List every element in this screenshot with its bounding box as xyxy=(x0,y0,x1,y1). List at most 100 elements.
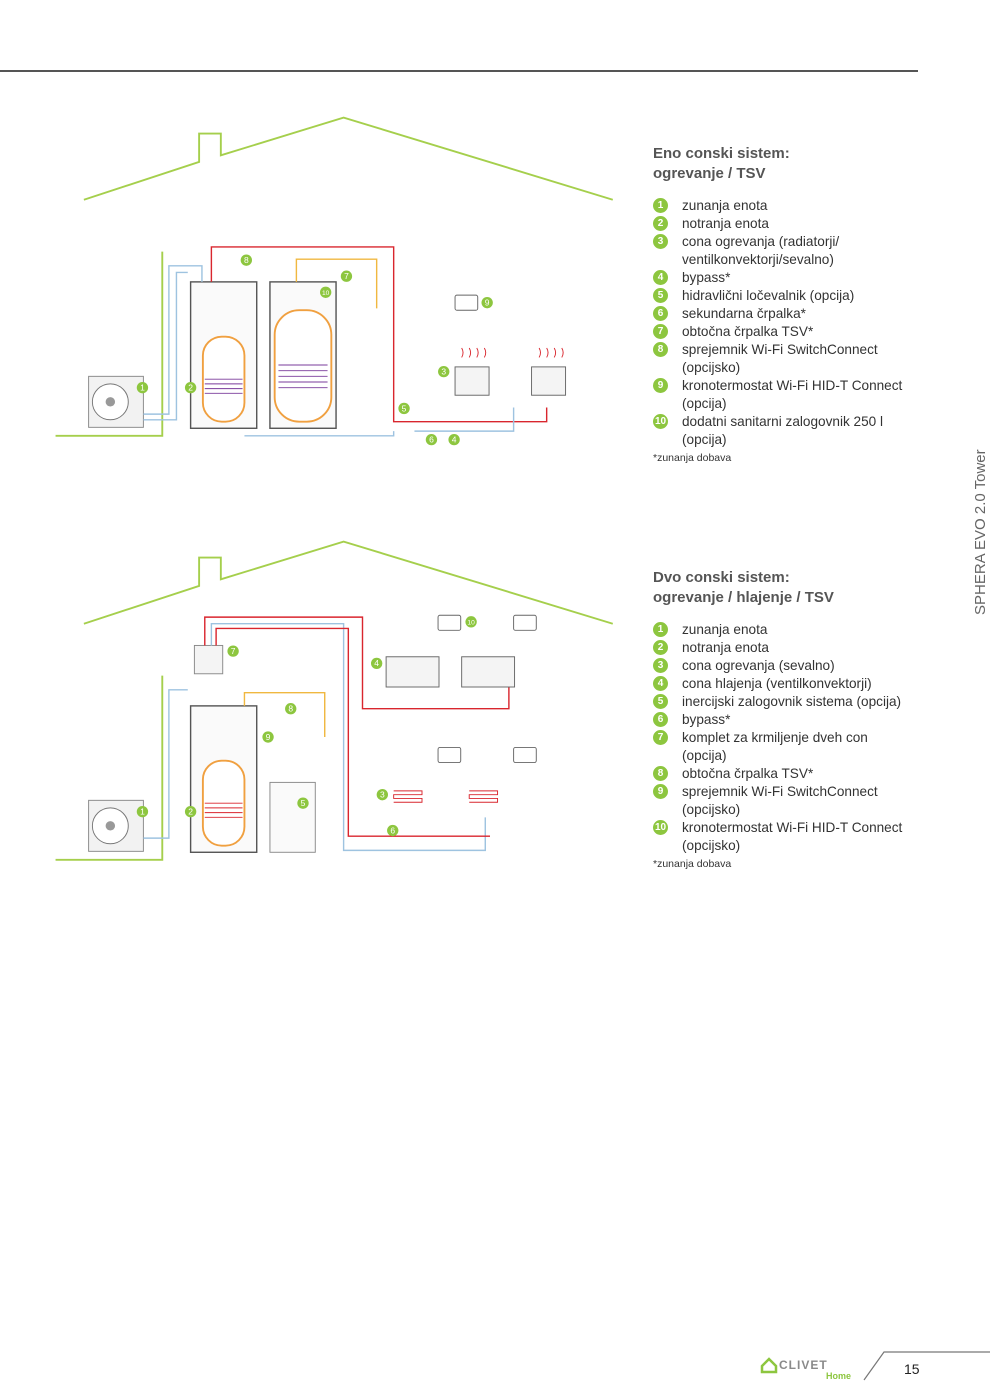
legend-item: 10 dodatni sanitarni zalogovnik 250 l (opc… xyxy=(653,413,943,449)
svg-text:CLIVET: CLIVET xyxy=(779,1358,828,1372)
top-rule xyxy=(0,70,918,72)
number-badge: 6 xyxy=(653,712,668,727)
svg-text:4: 4 xyxy=(452,434,457,444)
svg-text:8: 8 xyxy=(244,255,249,265)
legend-text: zunanja enota xyxy=(682,622,768,637)
svg-text:3: 3 xyxy=(380,790,385,800)
legend-item: 4 cona hlajenja (ventilkonvektorji) xyxy=(653,675,943,693)
thermostat xyxy=(513,746,537,764)
legend-text: bypass* xyxy=(682,712,731,727)
outdoor-unit xyxy=(88,375,144,428)
legend-text: cona hlajenja (ventilkonvektorji) xyxy=(682,676,872,691)
legend-single-zone: Eno conski sistem:ogrevanje / TSV 1 zunan… xyxy=(653,144,943,464)
two-zone-diagram: 1 2 3 4 5 6 7 8 9 10 xyxy=(55,540,614,861)
fancoil-1 xyxy=(385,656,440,688)
buffer-tank xyxy=(269,781,316,853)
section-title: Eno conski sistem:ogrevanje / TSV xyxy=(653,145,790,182)
thermostat xyxy=(454,294,479,311)
legend-item: 7 obtočna črpalka TSV* xyxy=(653,323,943,341)
thermostat xyxy=(437,614,462,631)
svg-text:1: 1 xyxy=(140,383,145,393)
number-badge: 9 xyxy=(653,378,668,393)
radiator-2 xyxy=(531,366,567,396)
legend-list: 1 zunanja enota 2 notranja enota 3 cona ogrev… xyxy=(653,621,943,855)
number-badge: 10 xyxy=(653,414,668,429)
section-title: Dvo conski sistem:ogrevanje / hlajenje /… xyxy=(653,569,834,606)
svg-text:2: 2 xyxy=(188,807,193,817)
floor-heating-1 xyxy=(393,790,423,803)
svg-text:1: 1 xyxy=(140,807,145,817)
logo-subtitle: Home xyxy=(826,1371,852,1381)
legend-text: (opcijsko) xyxy=(682,802,741,817)
heat-waves xyxy=(461,347,564,358)
legend-item: 10 kronotermostat Wi-Fi HID-T Connect (opc… xyxy=(653,819,943,855)
legend-item: 2 notranja enota xyxy=(653,639,943,657)
radiator-1 xyxy=(454,366,490,396)
footer-rule xyxy=(863,1351,990,1381)
legend-text: zunanja enota xyxy=(682,198,768,213)
legend-text: kronotermostat Wi-Fi HID-T Connect xyxy=(682,820,903,835)
number-badge: 8 xyxy=(653,342,668,357)
legend-two-zone: Dvo conski sistem:ogrevanje / hlajenje /… xyxy=(653,568,943,870)
legend-text: kronotermostat Wi-Fi HID-T Connect xyxy=(682,378,903,393)
legend-item: 5 inercijski zalogovnik sistema (opcija) xyxy=(653,693,943,711)
svg-text:7: 7 xyxy=(344,271,349,281)
legend-text: ventilkonvektorji/sevalno) xyxy=(682,252,834,267)
legend-text: sprejemnik Wi-Fi SwitchConnect xyxy=(682,342,878,357)
number-badge: 2 xyxy=(653,640,668,655)
indoor-unit xyxy=(189,705,258,853)
svg-text:9: 9 xyxy=(485,298,490,308)
legend-text: notranja enota xyxy=(682,640,769,655)
legend-text: obtočna črpalka TSV* xyxy=(682,766,814,781)
legend-text: (opcijsko) xyxy=(682,838,741,853)
legend-text: (opcija) xyxy=(682,432,727,447)
diagram1-markers: 1 2 3 4 5 6 7 8 9 10 xyxy=(136,254,493,446)
number-badge: 10 xyxy=(653,820,668,835)
pipes xyxy=(143,616,510,852)
number-badge: 5 xyxy=(653,694,668,709)
svg-text:5: 5 xyxy=(301,798,306,808)
number-badge: 4 xyxy=(653,676,668,691)
number-badge: 1 xyxy=(653,622,668,637)
side-title: SPHERA EVO 2.0 Tower xyxy=(972,449,989,615)
legend-item: 8 sprejemnik Wi-Fi SwitchConnect (opcijsko… xyxy=(653,341,943,377)
number-badge: 3 xyxy=(653,658,668,673)
svg-text:9: 9 xyxy=(266,732,271,742)
svg-text:8: 8 xyxy=(288,704,293,714)
number-badge: 6 xyxy=(653,306,668,321)
legend-text: sprejemnik Wi-Fi SwitchConnect xyxy=(682,784,878,799)
legend-text: inercijski zalogovnik sistema (opcija) xyxy=(682,694,902,709)
number-badge: 7 xyxy=(653,324,668,339)
svg-text:10: 10 xyxy=(467,620,475,627)
thermostat xyxy=(437,746,462,764)
svg-text:4: 4 xyxy=(374,658,379,668)
legend-text: (opcija) xyxy=(682,748,727,763)
footnote: *zunanja dobava xyxy=(653,452,732,464)
svg-text:3: 3 xyxy=(441,366,446,376)
svg-text:10: 10 xyxy=(322,290,330,297)
legend-item: 1 zunanja enota xyxy=(653,197,943,215)
legend-text: cona ogrevanja (sevalno) xyxy=(682,658,835,673)
number-badge: 1 xyxy=(653,198,668,213)
footnote: *zunanja dobava xyxy=(653,858,732,870)
house-outline xyxy=(55,540,614,861)
svg-text:5: 5 xyxy=(402,403,407,413)
legend-text: cona ogrevanja (radiatorji/ xyxy=(682,234,840,249)
legend-text: (opcijsko) xyxy=(682,360,741,375)
legend-text: dodatni sanitarni zalogovnik 250 l xyxy=(682,414,884,429)
clivet-logo: CLIVET xyxy=(760,1357,828,1374)
dhw-tank xyxy=(269,281,337,429)
legend-text: hidravlični ločevalnik (opcija) xyxy=(682,288,855,303)
svg-text:6: 6 xyxy=(390,825,395,835)
page-number: 15 xyxy=(904,1361,920,1377)
legend-text: obtočna črpalka TSV* xyxy=(682,324,814,339)
